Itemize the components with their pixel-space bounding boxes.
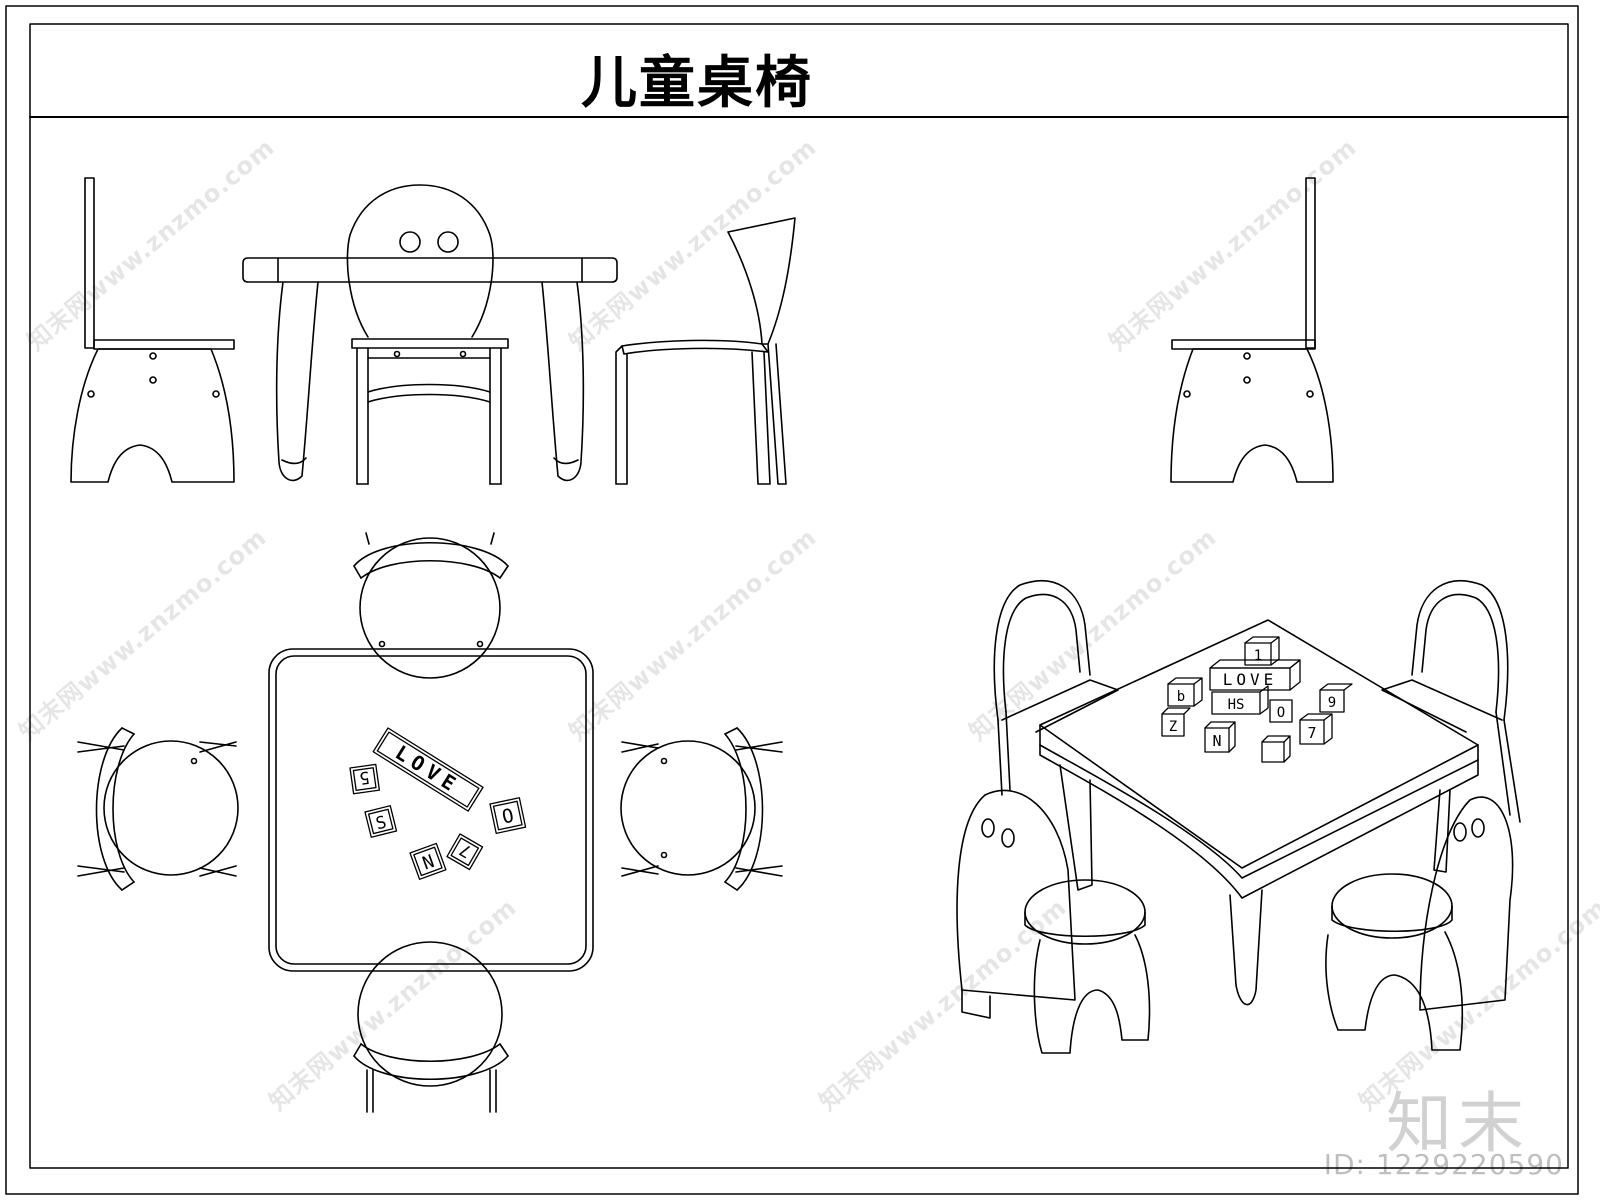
iso-block-9: 9 (1319, 683, 1353, 713)
iso-block-b-label: b (1177, 689, 1185, 705)
block-5-label: 5 (358, 766, 371, 787)
iso-block-9-label: 9 (1328, 695, 1336, 711)
letter-blocks-top-view: LOVE 5 S N 7 O (349, 727, 527, 880)
iso-block-z-label: Z (1169, 719, 1177, 735)
chair-side-view-profile (615, 217, 796, 485)
brand-logo-text: 知末 (1386, 1085, 1530, 1162)
table-top-view (77, 532, 783, 1113)
iso-block-1: 1 (1244, 636, 1280, 666)
chair-side-view-left (70, 177, 235, 483)
block-love: LOVE (372, 727, 484, 812)
iso-block-hs: HS (1211, 685, 1269, 715)
block-n-label: N (420, 851, 437, 874)
sheet-frame (5, 5, 1579, 1195)
block-s: S (364, 805, 398, 838)
table-front-view (242, 184, 618, 485)
block-7: 7 (446, 833, 484, 871)
block-o-label: O (500, 805, 516, 829)
iso-block-b: b (1167, 677, 1203, 707)
block-s-label: S (374, 812, 389, 834)
iso-block-n: N (1204, 721, 1236, 753)
block-5: 5 (349, 763, 381, 795)
drawing-title: 儿童桌椅 (581, 51, 813, 116)
chair-side-view-right (1170, 177, 1334, 483)
iso-block-o: O (1269, 699, 1293, 723)
letter-blocks-iso-view: LOVE HS O N 7 9 1 (1161, 636, 1353, 763)
iso-block-hs-label: HS (1228, 697, 1245, 713)
drawing-id: ID: 1229220590 (1323, 1148, 1564, 1181)
iso-block-z: Z (1161, 707, 1191, 737)
block-n: N (409, 842, 447, 880)
iso-block-1-label: 1 (1254, 648, 1262, 664)
table-isometric-view (956, 580, 1521, 1054)
iso-block-7-label: 7 (1307, 724, 1316, 742)
iso-block-n-label: N (1212, 732, 1221, 750)
iso-block-o-label: O (1277, 705, 1285, 721)
iso-block-love-label: LOVE (1223, 670, 1278, 689)
block-o: O (489, 797, 527, 834)
iso-block-love: LOVE (1209, 659, 1301, 691)
iso-block-extra (1261, 735, 1291, 763)
iso-block-7: 7 (1299, 713, 1333, 745)
